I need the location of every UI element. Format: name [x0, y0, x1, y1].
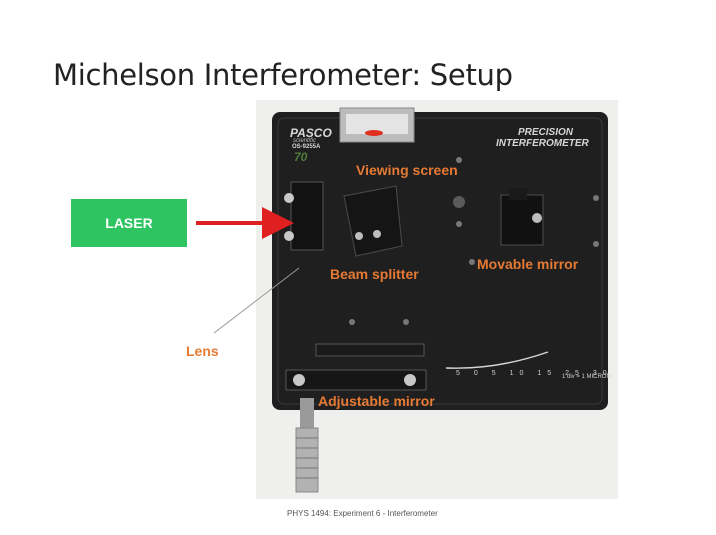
laser-label: LASER [105, 215, 153, 231]
adjustable-mirror-part [285, 369, 427, 391]
model-number: OS-9255A [292, 144, 321, 150]
anniversary-number: 70 [294, 150, 308, 164]
scale-tick-label: 5 [456, 370, 466, 377]
label-movable-mirror: Movable mirror [477, 256, 579, 272]
lens-part [290, 181, 324, 251]
micrometer-barrel [300, 398, 314, 428]
slide-title: Michelson Interferometer: Setup [53, 58, 513, 92]
scale-tick-label: 30 [592, 370, 613, 377]
interferometer-photo: PASCO scientific OS-9255A 70 PRECISION I… [256, 100, 618, 499]
scale-tick-label: 5 [491, 370, 502, 377]
label-beam-splitter: Beam splitter [330, 266, 419, 282]
brand-subtitle: scientific [293, 138, 317, 144]
label-adjustable-mirror: Adjustable mirror [318, 393, 435, 409]
label-viewing-screen: Viewing screen [356, 162, 458, 178]
scale-note: 1 div = 1 MICRON [562, 374, 611, 380]
slide-footer: PHYS 1494: Experiment 6 - Interferometer [287, 509, 438, 518]
panel-title-line2: INTERFEROMETER [496, 138, 589, 149]
laser-box: LASER [71, 199, 187, 247]
brand-logo: PASCO [290, 126, 332, 140]
micrometer-thimble [295, 427, 319, 493]
scale-ticks: 5 0 5 10 15 25 30 [456, 370, 613, 377]
interferometer-drawing [272, 107, 608, 493]
scale-tick-label: 10 [509, 370, 530, 377]
scale-tick-label: 0 [473, 370, 484, 377]
label-lens: Lens [186, 343, 219, 359]
panel-title-line1: PRECISION [518, 127, 574, 138]
scale-tick-label: 25 [565, 370, 585, 377]
base-plate [272, 112, 608, 410]
scale-tick-label: 15 [537, 370, 558, 377]
scale-arc [445, 351, 549, 369]
